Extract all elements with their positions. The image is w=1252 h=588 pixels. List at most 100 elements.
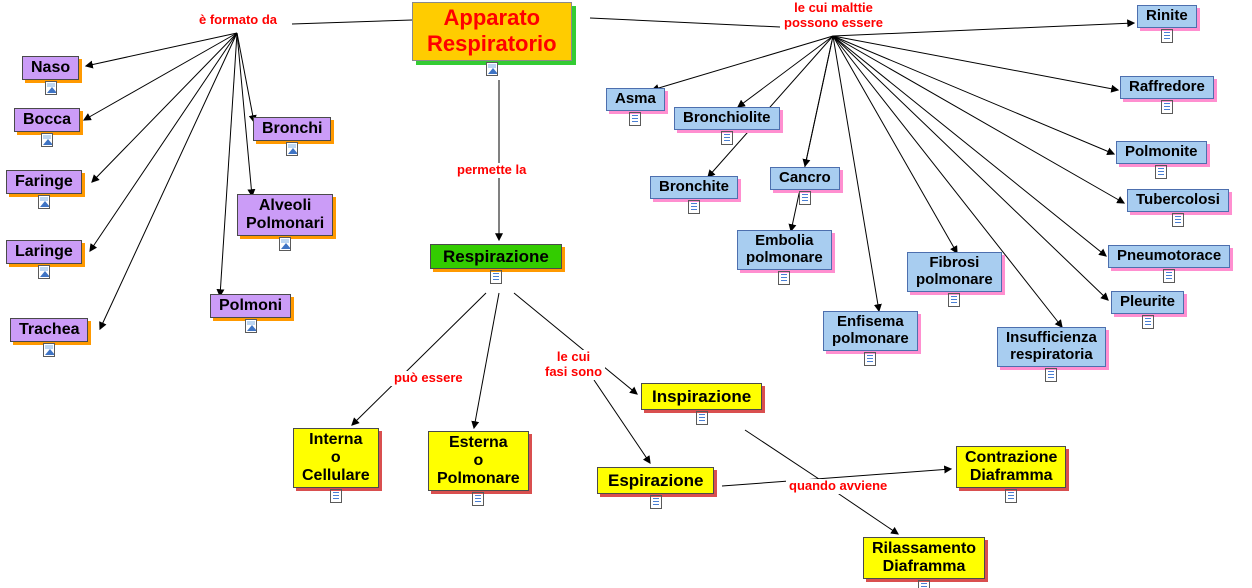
connector-line [832, 35, 958, 255]
connector-line [91, 32, 238, 183]
node-raffredore-label: Raffredore [1129, 78, 1205, 95]
linking-phrase-e-formato-da[interactable]: è formato da [196, 12, 281, 28]
image-resource-icon[interactable] [44, 81, 57, 96]
node-cancro[interactable]: Cancro [770, 167, 840, 205]
node-fibrosi-polmonare-label: Fibrosi polmonare [916, 254, 993, 288]
node-asma-label: Asma [615, 90, 656, 107]
connector-line [832, 35, 1120, 93]
image-resource-icon[interactable] [41, 133, 54, 148]
node-trachea[interactable]: Trachea [10, 318, 89, 358]
document-resource-icon[interactable] [1160, 28, 1173, 43]
node-bronchiolite[interactable]: Bronchiolite [674, 107, 780, 145]
document-resource-icon[interactable] [778, 270, 791, 285]
node-raffredore[interactable]: Raffredore [1120, 76, 1214, 114]
node-enfisema-polmonare-label: Enfisema polmonare [832, 313, 909, 347]
connector-line [589, 17, 781, 28]
image-resource-icon[interactable] [43, 343, 56, 358]
node-bronchiolite-label: Bronchiolite [683, 109, 771, 126]
node-interna-o-cellulare[interactable]: Interna o Cellulare [293, 428, 379, 504]
node-alveoli-polmonari[interactable]: Alveoli Polmonari [237, 194, 334, 252]
node-bronchite-label: Bronchite [659, 178, 730, 195]
connector-line [236, 32, 256, 198]
node-bronchi[interactable]: Bronchi [253, 117, 332, 157]
node-pneumotorace-label: Pneumotorace [1117, 247, 1222, 264]
document-resource-icon[interactable] [649, 495, 662, 510]
node-bronchite[interactable]: Bronchite [650, 176, 739, 214]
node-inspirazione-label: Inspirazione [652, 387, 752, 406]
node-inspirazione[interactable]: Inspirazione [641, 383, 763, 426]
node-polmonite[interactable]: Polmonite [1116, 141, 1207, 179]
node-esterna-o-polmonare[interactable]: Esterna o Polmonare [428, 431, 529, 507]
document-resource-icon[interactable] [1045, 367, 1058, 382]
node-respirazione[interactable]: Respirazione [430, 244, 562, 285]
document-resource-icon[interactable] [798, 190, 811, 205]
connector-line [835, 491, 899, 535]
node-cancro-label: Cancro [779, 169, 831, 186]
linking-phrase-le-cui-malattie[interactable]: le cui malttie possono essere [781, 0, 886, 31]
node-asma[interactable]: Asma [606, 88, 665, 126]
connector-line [721, 465, 953, 487]
image-resource-icon[interactable] [485, 61, 498, 76]
document-resource-icon[interactable] [720, 130, 733, 145]
document-resource-icon[interactable] [1155, 164, 1168, 179]
node-rinite[interactable]: Rinite [1137, 5, 1197, 43]
node-pneumotorace[interactable]: Pneumotorace [1108, 245, 1231, 283]
node-rilassamento-diaframma[interactable]: Rilassamento Diaframma [863, 537, 986, 588]
node-bocca[interactable]: Bocca [14, 108, 81, 148]
connector-line [216, 32, 238, 298]
node-laringe[interactable]: Laringe [6, 240, 82, 280]
connector-line [291, 19, 413, 25]
document-resource-icon[interactable] [489, 270, 502, 285]
node-contrazione-diaframma-label: Contrazione Diaframma [965, 449, 1058, 485]
linking-phrase-le-cui-fasi[interactable]: le cui fasi sono [542, 349, 606, 380]
connector-line [832, 19, 1136, 37]
node-rilassamento-diaframma-label: Rilassamento Diaframma [872, 540, 977, 576]
node-fibrosi-polmonare[interactable]: Fibrosi polmonare [907, 252, 1002, 307]
document-resource-icon[interactable] [1141, 314, 1154, 329]
connector-line [471, 292, 500, 430]
document-resource-icon[interactable] [629, 111, 642, 126]
node-insufficienza-respiratoria[interactable]: Insufficienza respiratoria [997, 327, 1106, 382]
document-resource-icon[interactable] [1160, 99, 1173, 114]
node-contrazione-diaframma[interactable]: Contrazione Diaframma [956, 446, 1067, 504]
document-resource-icon[interactable] [688, 199, 700, 214]
node-apparato-respiratorio[interactable]: Apparato Respiratorio [412, 2, 572, 76]
linking-phrase-quando-avviene[interactable]: quando avviene [786, 478, 891, 494]
image-resource-icon[interactable] [286, 142, 299, 157]
connector-line [832, 35, 1116, 156]
node-espirazione[interactable]: Espirazione [597, 467, 715, 510]
linking-phrase-permette-la[interactable]: permette la [454, 162, 530, 178]
connector-line [513, 292, 638, 395]
node-naso[interactable]: Naso [22, 56, 80, 96]
document-resource-icon[interactable] [1163, 268, 1176, 283]
node-enfisema-polmonare[interactable]: Enfisema polmonare [823, 311, 918, 366]
node-laringe-label: Laringe [15, 243, 73, 260]
document-resource-icon[interactable] [1171, 212, 1184, 227]
document-resource-icon[interactable] [329, 489, 342, 504]
node-embolia-polmonare[interactable]: Embolia polmonare [737, 230, 832, 285]
node-pleurite-label: Pleurite [1120, 293, 1176, 310]
image-resource-icon[interactable] [37, 195, 50, 210]
connector-line [832, 35, 1107, 257]
connector-line [737, 35, 834, 108]
document-resource-icon[interactable] [948, 292, 961, 307]
image-resource-icon[interactable] [244, 319, 257, 334]
node-tubercolosi[interactable]: Tubercolosi [1127, 189, 1229, 227]
node-trachea-label: Trachea [19, 321, 80, 338]
document-resource-icon[interactable] [1005, 489, 1018, 504]
node-pleurite[interactable]: Pleurite [1111, 291, 1185, 329]
node-bocca-label: Bocca [23, 111, 72, 128]
document-resource-icon[interactable] [918, 580, 931, 588]
connector-line [351, 292, 487, 426]
document-resource-icon[interactable] [864, 351, 877, 366]
node-faringe[interactable]: Faringe [6, 170, 82, 210]
document-resource-icon[interactable] [695, 411, 708, 426]
node-polmoni[interactable]: Polmoni [210, 294, 292, 334]
connector-line [707, 35, 834, 178]
image-resource-icon[interactable] [37, 265, 50, 280]
image-resource-icon[interactable] [279, 237, 292, 252]
document-resource-icon[interactable] [472, 492, 485, 507]
linking-phrase-puo-essere[interactable]: può essere [391, 370, 466, 386]
